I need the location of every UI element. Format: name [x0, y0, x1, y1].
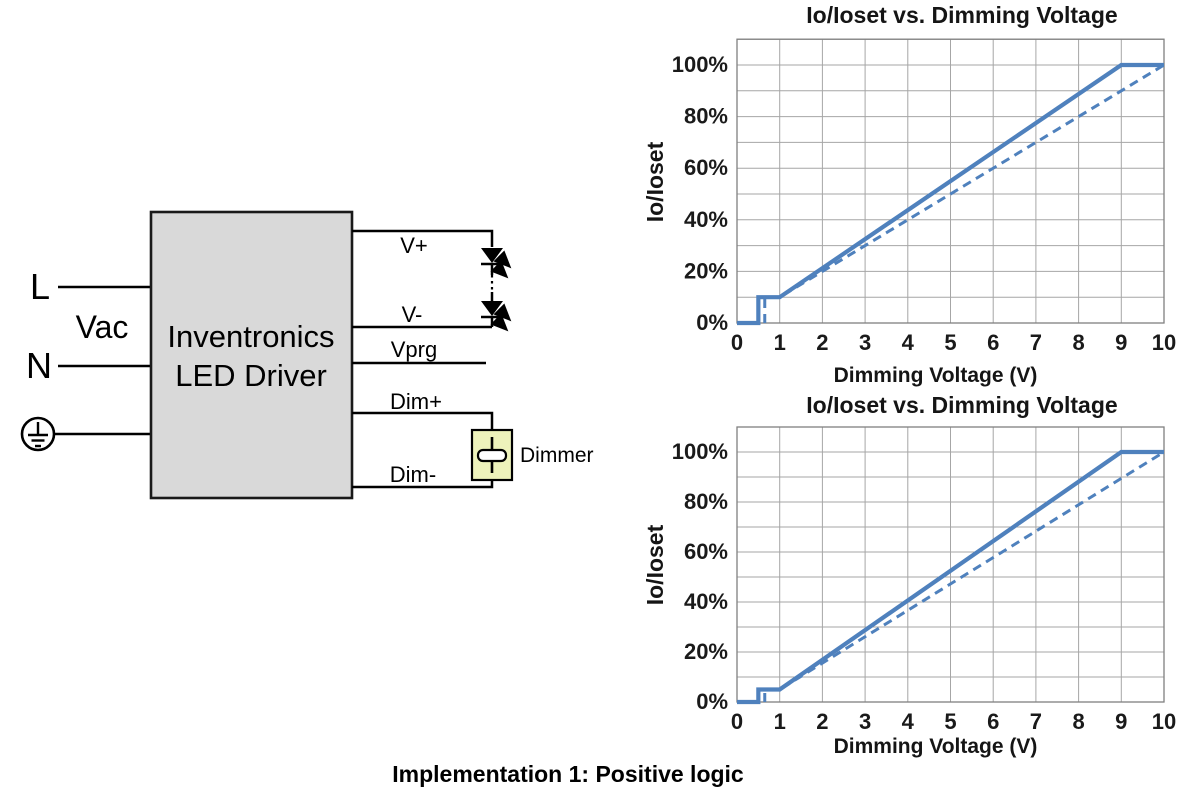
- label-vac: Vac: [76, 309, 129, 345]
- led-icon: [481, 292, 512, 332]
- wiring-diagram: L Vac N Inventronics LED Driver V+: [20, 210, 594, 500]
- x-tick-label: 3: [859, 709, 871, 734]
- wire-dim-minus: [352, 480, 494, 489]
- x-tick-label: 10: [1152, 709, 1176, 734]
- y-tick-label: 60%: [684, 539, 728, 564]
- series-dashed: [763, 450, 1165, 702]
- label-dim-minus: Dim-: [390, 462, 436, 487]
- chart-bottom-title: Io/Ioset vs. Dimming Voltage: [806, 392, 1118, 418]
- label-vprg: Vprg: [391, 337, 437, 362]
- plot-frame: [736, 38, 1165, 324]
- label-dim-plus: Dim+: [390, 389, 442, 414]
- label-v-minus: V-: [402, 302, 423, 327]
- x-tick-label: 2: [816, 709, 828, 734]
- y-tick-label: 20%: [684, 258, 728, 283]
- wire-v-plus: [352, 229, 494, 247]
- x-tick-label: 1: [774, 330, 786, 355]
- label-line: L: [30, 266, 50, 307]
- x-tick-label: 5: [944, 330, 956, 355]
- series-dashed: [763, 63, 1165, 323]
- x-tick-label: 0: [731, 330, 743, 355]
- x-tick-label: 7: [1030, 709, 1042, 734]
- y-tick-label: 0%: [696, 689, 728, 714]
- x-tick-label: 7: [1030, 330, 1042, 355]
- led-icon: [481, 248, 512, 279]
- x-tick-label: 3: [859, 330, 871, 355]
- x-tick-label: 6: [987, 330, 999, 355]
- ground-icon: [20, 416, 56, 452]
- x-tick-label: 1: [774, 709, 786, 734]
- x-tick-label: 4: [902, 709, 915, 734]
- x-tick-label: 8: [1072, 709, 1084, 734]
- chart-top-title: Io/Ioset vs. Dimming Voltage: [806, 2, 1118, 28]
- y-tick-label: 100%: [672, 52, 728, 77]
- y-tick-label: 0%: [696, 310, 728, 335]
- plot-frame: [736, 426, 1165, 703]
- y-tick-label: 80%: [684, 489, 728, 514]
- chart-bottom-xlabel: Dimming Voltage (V): [833, 735, 1038, 758]
- x-tick-label: 8: [1072, 330, 1084, 355]
- y-tick-label: 80%: [684, 104, 728, 129]
- x-tick-label: 0: [731, 709, 743, 734]
- driver-name-line2: LED Driver: [175, 358, 327, 393]
- chart-top-ylabel: Io/Ioset: [642, 141, 668, 223]
- chart-top-xlabel: Dimming Voltage (V): [833, 364, 1038, 387]
- chart-bottom-ylabel: Io/Ioset: [642, 524, 668, 606]
- x-tick-label: 9: [1115, 330, 1127, 355]
- label-neutral: N: [26, 345, 52, 386]
- x-tick-label: 6: [987, 709, 999, 734]
- y-tick-label: 40%: [684, 207, 728, 232]
- x-tick-label: 9: [1115, 709, 1127, 734]
- label-v-plus: V+: [400, 233, 428, 258]
- y-tick-label: 40%: [684, 589, 728, 614]
- driver-box: [149, 210, 354, 500]
- x-tick-label: 5: [944, 709, 956, 734]
- dimmer-icon: [470, 428, 514, 482]
- label-dimmer: Dimmer: [520, 444, 594, 467]
- x-tick-label: 2: [816, 330, 828, 355]
- driver-name-line1: Inventronics: [167, 319, 334, 354]
- chart-svg-0: 0% 20% 40% 60% 80% 100% 0 1 2 3 4 5 6 7 8 9 10: [672, 38, 1176, 355]
- y-tick-label: 20%: [684, 639, 728, 664]
- x-tick-label: 10: [1152, 330, 1176, 355]
- figure-caption: Implementation 1: Positive logic: [392, 761, 744, 787]
- x-tick-label: 4: [902, 330, 915, 355]
- chart-svg-1: 0% 20% 40% 60% 80% 100% 0 1 2 3 4 5 6 7 8 9 10: [672, 426, 1176, 734]
- y-tick-label: 100%: [672, 439, 728, 464]
- y-tick-label: 60%: [684, 155, 728, 180]
- wire-dim-plus: [352, 411, 494, 430]
